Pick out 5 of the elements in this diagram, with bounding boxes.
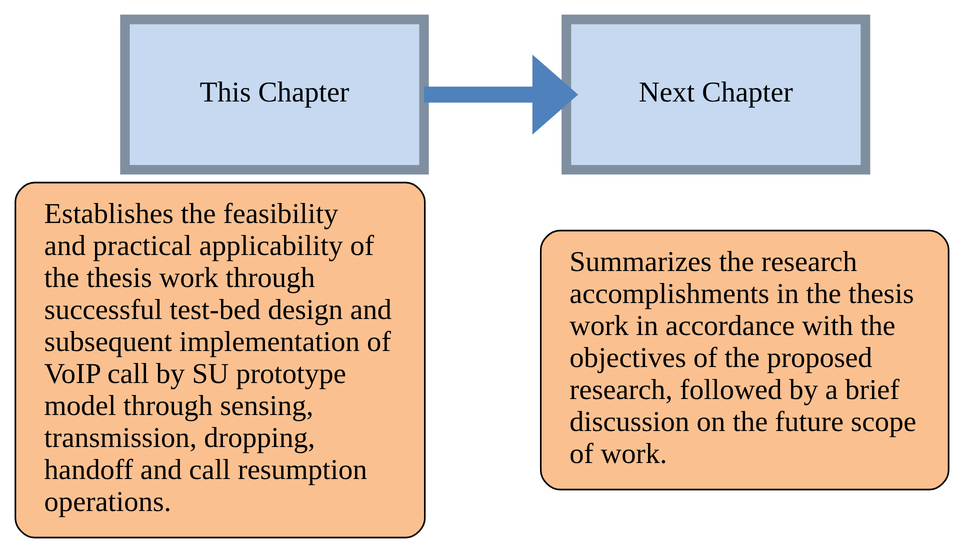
node-box: Establishes the feasibility and practical applicability of the thesis work through successful test-bed design and subsequent implementation of VoIP call by SU prototype model through sensing, transmission, dropping, handoff and call resumption operations. (14, 182, 426, 538)
arrow (424, 54, 578, 135)
node-box: Next Chapter (561, 14, 870, 175)
node-box: Summarizes the research accomplishments in the thesis work in accordance with the objectives of the proposed research, followed by a brief discussion on the future scope of work. (539, 230, 949, 490)
node-box: This Chapter (120, 14, 428, 175)
